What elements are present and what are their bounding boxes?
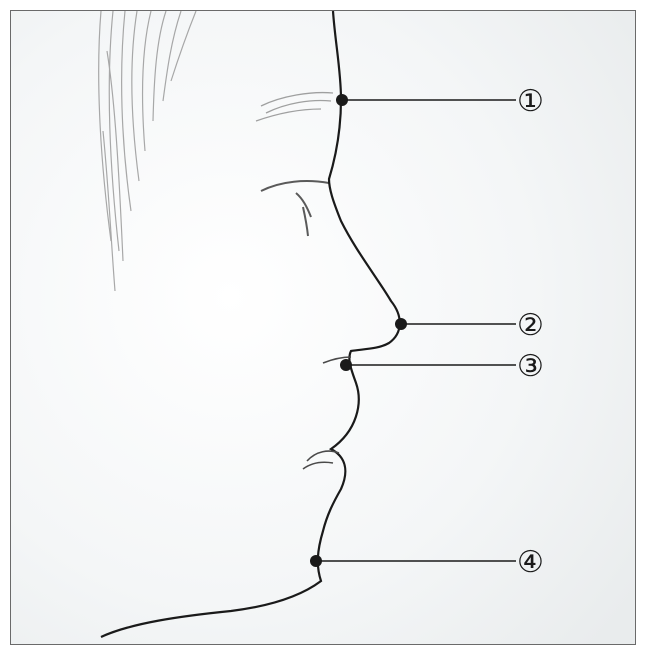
marker-label-1: ① xyxy=(517,84,544,119)
profile-illustration: ① ② ③ ④ xyxy=(11,11,636,645)
marker-label-2: ② xyxy=(517,308,544,343)
marker-label-3: ③ xyxy=(517,349,544,384)
landmark-dot-4 xyxy=(310,555,322,567)
marker-label-4: ④ xyxy=(517,545,544,580)
landmark-dot-2 xyxy=(395,318,407,330)
landmark-dot-1 xyxy=(336,94,348,106)
figure-frame: ① ② ③ ④ xyxy=(10,10,636,645)
landmark-dot-3 xyxy=(340,359,352,371)
